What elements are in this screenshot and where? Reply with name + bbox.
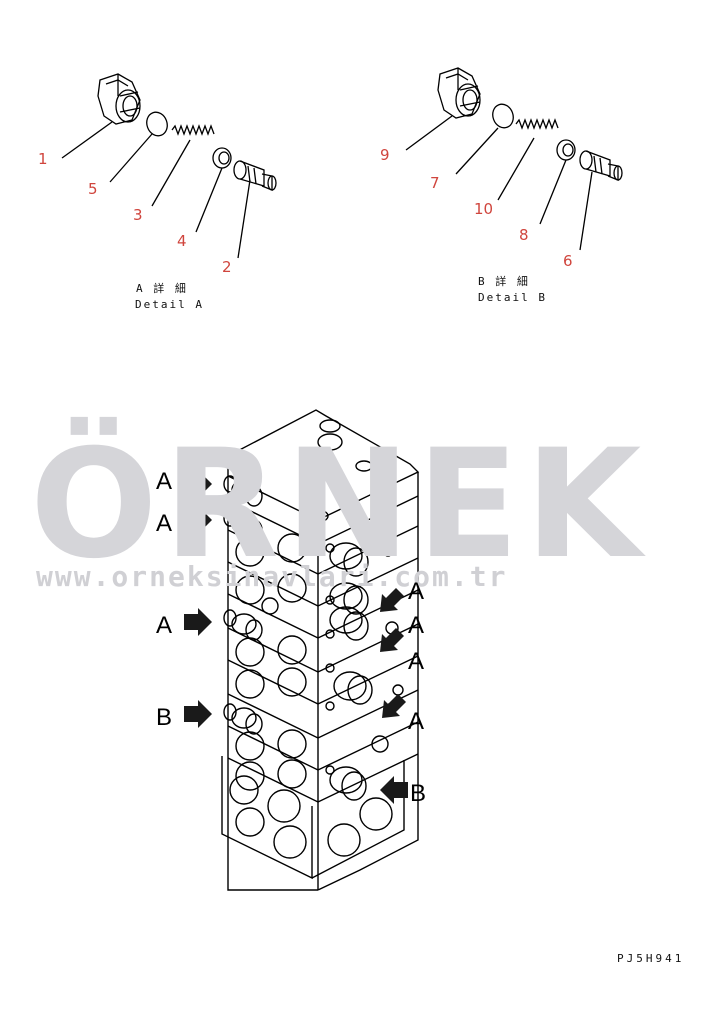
callout-left-a-1: A bbox=[156, 468, 173, 495]
part-number-2: 2 bbox=[222, 258, 232, 276]
watermark-brand: ÖRNEK bbox=[30, 418, 648, 592]
left-plug-3 bbox=[223, 609, 263, 641]
part-number-4: 4 bbox=[177, 232, 187, 250]
left-plug-1 bbox=[223, 475, 263, 507]
callout-arrows bbox=[184, 470, 408, 804]
watermark-url: www.orneksinavlari.com.tr bbox=[36, 560, 508, 593]
part-number-10: 10 bbox=[474, 200, 494, 218]
detail-b-spring bbox=[515, 118, 559, 130]
detail-b-o-ring bbox=[492, 103, 514, 129]
callout-left-a-2: A bbox=[156, 510, 173, 537]
right-plug-4 bbox=[333, 671, 373, 705]
callout-right-a-4: A bbox=[408, 708, 425, 735]
right-plug-3 bbox=[329, 606, 369, 641]
detail-a-poppet bbox=[233, 160, 277, 191]
detail-a-plug bbox=[97, 73, 141, 125]
detail-b-poppet bbox=[579, 150, 623, 181]
callout-left-a-3: A bbox=[156, 612, 173, 639]
part-number-8: 8 bbox=[519, 226, 529, 244]
detail-a-spring bbox=[171, 124, 215, 136]
detail-b-caption-jp: B 詳 細 bbox=[478, 275, 530, 288]
detail-a-ring bbox=[212, 147, 232, 169]
right-plug-5 bbox=[329, 766, 367, 801]
left-plug-4 bbox=[223, 703, 263, 735]
part-number-5: 5 bbox=[88, 180, 98, 198]
part-number-1: 1 bbox=[38, 150, 48, 168]
left-plug-2 bbox=[223, 509, 263, 541]
detail-b-ring bbox=[556, 139, 576, 161]
part-number-9: 9 bbox=[380, 146, 390, 164]
callout-right-a-3: A bbox=[408, 648, 425, 675]
detail-a-caption-en: Detail A bbox=[135, 298, 204, 311]
callout-right-a-1: A bbox=[408, 578, 425, 605]
detail-a-o-ring bbox=[146, 111, 168, 137]
detail-a-caption-jp: A 詳 細 bbox=[136, 282, 188, 295]
part-number-6: 6 bbox=[563, 252, 573, 270]
detail-b-parts bbox=[405, 67, 623, 251]
detail-a-parts bbox=[61, 73, 277, 259]
right-plug-1 bbox=[329, 537, 393, 577]
detail-b-plug bbox=[437, 67, 481, 119]
callout-left-b: B bbox=[156, 704, 173, 731]
callout-right-a-2: A bbox=[408, 612, 425, 639]
drawing-code: PJ5H941 bbox=[617, 952, 685, 965]
detail-b-caption-en: Detail B bbox=[478, 291, 547, 304]
part-number-7: 7 bbox=[430, 174, 440, 192]
part-number-3: 3 bbox=[133, 206, 143, 224]
callout-right-b: B bbox=[410, 780, 427, 807]
